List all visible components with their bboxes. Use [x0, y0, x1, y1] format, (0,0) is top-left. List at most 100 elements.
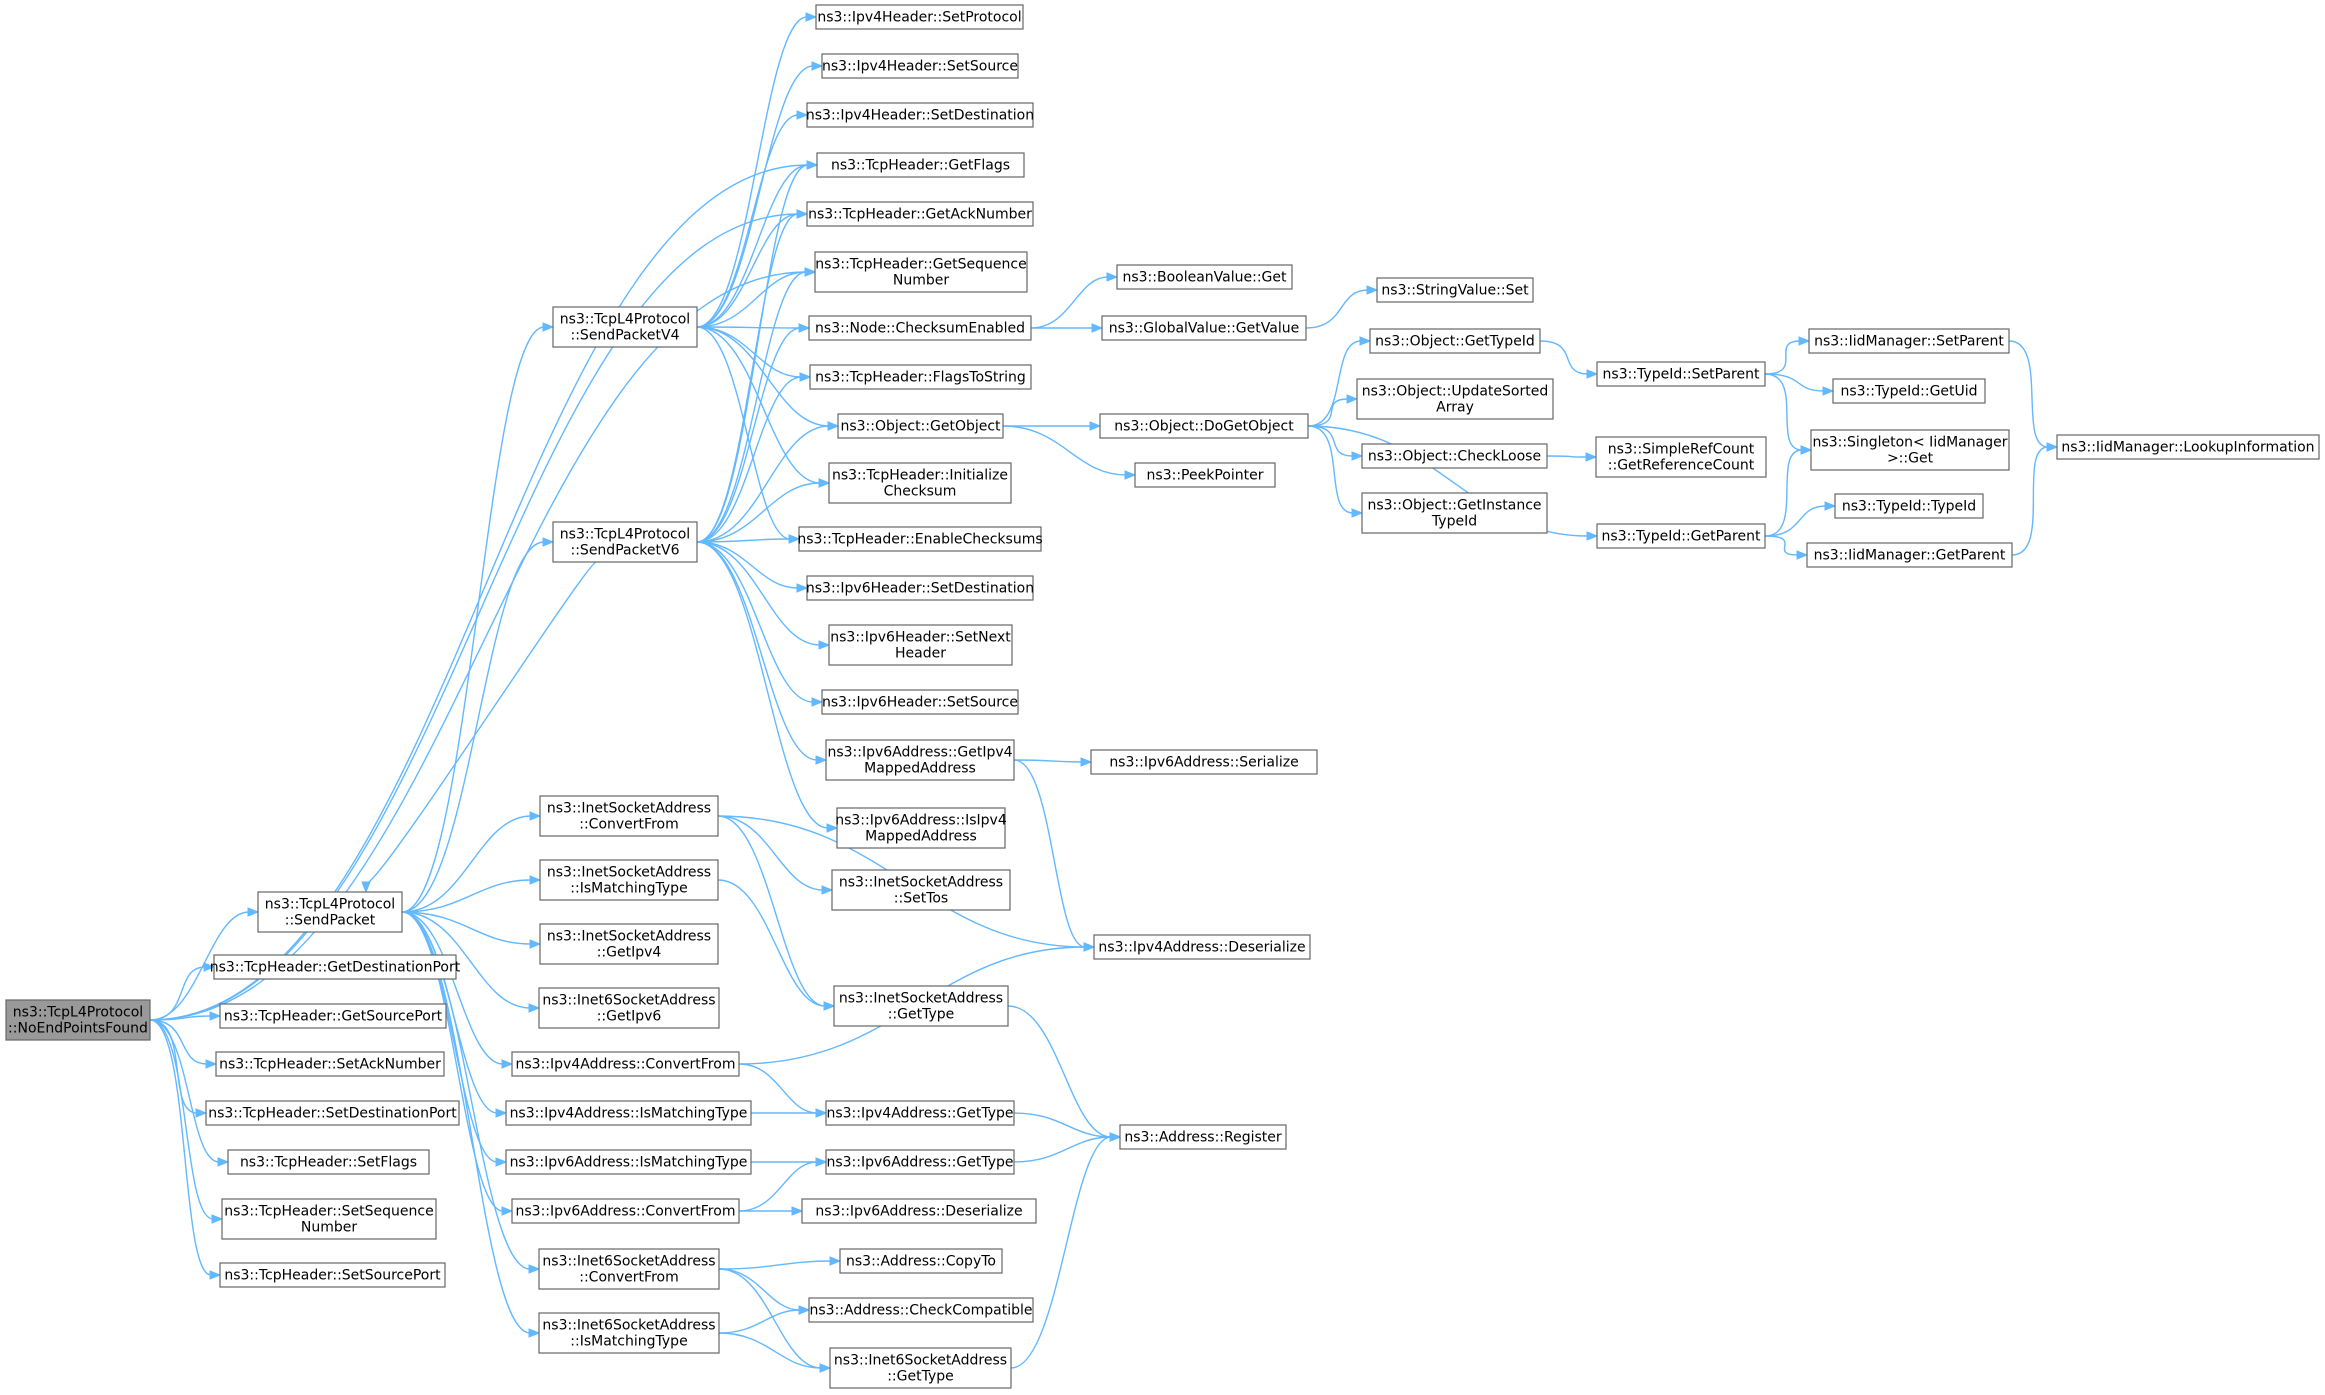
call-edge-typeGetParent-to-typeTypeId	[1764, 501, 1837, 537]
node-ipv6Deser[interactable]: ns3::Ipv6Address::Deserialize	[801, 1198, 1037, 1224]
node-ipv6GetType[interactable]: ns3::Ipv6Address::GetType	[825, 1149, 1015, 1175]
node-ipv6SetDest[interactable]: ns3::Ipv6Header::SetDestination	[806, 575, 1034, 601]
node-typeTypeId[interactable]: ns3::TypeId::TypeId	[1834, 493, 1984, 519]
node-box	[1356, 378, 1554, 420]
node-inetMatch[interactable]: ns3::InetSocketAddress::IsMatchingType	[539, 859, 719, 901]
node-sendV4[interactable]: ns3::TcpL4Protocol::SendPacketV4	[552, 306, 698, 348]
node-root[interactable]: ns3::TcpL4Protocol::NoEndPointsFound	[5, 999, 151, 1041]
edge-line	[401, 541, 545, 913]
node-getFlags[interactable]: ns3::TcpHeader::GetFlags	[816, 152, 1025, 178]
node-peekPointer[interactable]: ns3::PeekPointer	[1134, 462, 1276, 488]
node-box	[219, 1003, 447, 1029]
call-edge-sendPacket-to-sendV6	[401, 537, 555, 913]
node-ipv6SetSrc[interactable]: ns3::Ipv6Header::SetSource	[821, 689, 1019, 715]
call-edge-inet6Match-to-inet6GetType	[718, 1332, 832, 1373]
edge-line	[696, 271, 807, 543]
node-inetConv[interactable]: ns3::InetSocketAddress::ConvertFrom	[539, 795, 719, 837]
edge-line	[401, 815, 532, 913]
node-box	[831, 869, 1011, 911]
node-box	[825, 739, 1015, 781]
node-ipv4Match[interactable]: ns3::Ipv4Address::IsMatchingType	[505, 1100, 752, 1126]
node-strSet[interactable]: ns3::StringValue::Set	[1376, 277, 1534, 303]
node-label-line: ::GetIpv4	[597, 945, 662, 961]
node-ipv4SetSrc[interactable]: ns3::Ipv4Header::SetSource	[821, 53, 1019, 79]
node-ipv6Serialize[interactable]: ns3::Ipv6Address::Serialize	[1090, 749, 1318, 775]
node-label-line: ::NoEndPointsFound	[8, 1021, 148, 1037]
node-inet6GetType[interactable]: ns3::Inet6SocketAddress::GetType	[829, 1347, 1012, 1389]
node-typeGetUid[interactable]: ns3::TypeId::GetUid	[1832, 378, 1986, 404]
node-label-line: ns3::Object::UpdateSorted	[1362, 384, 1548, 400]
node-iidSetParent[interactable]: ns3::IidManager::SetParent	[1808, 328, 2010, 354]
node-objCheckLoose[interactable]: ns3::Object::CheckLoose	[1361, 443, 1548, 469]
node-addrCopyTo[interactable]: ns3::Address::CopyTo	[839, 1248, 1003, 1274]
edge-arrowhead	[819, 1363, 832, 1373]
node-label-line: ns3::Object::CheckLoose	[1368, 449, 1541, 465]
node-inetGetType[interactable]: ns3::InetSocketAddress::GetType	[833, 985, 1009, 1027]
node-getObject[interactable]: ns3::Object::GetObject	[837, 413, 1004, 439]
node-getAck[interactable]: ns3::TcpHeader::GetAckNumber	[806, 201, 1034, 227]
node-doGetObject[interactable]: ns3::Object::DoGetObject	[1099, 413, 1309, 439]
edge-line	[696, 327, 801, 543]
node-ipv4Conv[interactable]: ns3::Ipv4Address::ConvertFrom	[511, 1051, 740, 1077]
edge-arrowhead	[203, 962, 216, 972]
node-checksumEnabled[interactable]: ns3::Node::ChecksumEnabled	[808, 315, 1032, 341]
node-ipv4GetType[interactable]: ns3::Ipv4Address::GetType	[825, 1100, 1015, 1126]
edge-arrowhead	[806, 160, 819, 170]
node-typeGetParent[interactable]: ns3::TypeId::GetParent	[1596, 523, 1766, 549]
node-setFlags[interactable]: ns3::TcpHeader::SetFlags	[227, 1149, 430, 1175]
node-label-line: ::SendPacketV4	[571, 328, 680, 344]
node-boolGet[interactable]: ns3::BooleanValue::Get	[1116, 264, 1293, 290]
node-setAck[interactable]: ns3::TcpHeader::SetAckNumber	[215, 1051, 445, 1077]
node-label-line: ns3::BooleanValue::Get	[1122, 270, 1287, 286]
edge-line	[149, 1019, 214, 1220]
node-ipv6Conv[interactable]: ns3::Ipv6Address::ConvertFrom	[511, 1198, 740, 1224]
node-addrCheckCompat[interactable]: ns3::Address::CheckCompatible	[808, 1297, 1034, 1323]
node-getSrcPort[interactable]: ns3::TcpHeader::GetSourcePort	[219, 1003, 447, 1029]
node-setDestPort[interactable]: ns3::TcpHeader::SetDestinationPort	[205, 1100, 460, 1126]
call-edge-sendV6-to-initChecksum	[696, 478, 831, 543]
node-iidLookup[interactable]: ns3::IidManager::LookupInformation	[2056, 434, 2320, 460]
node-typeSetParent[interactable]: ns3::TypeId::SetParent	[1596, 361, 1766, 387]
node-inet6Conv[interactable]: ns3::Inet6SocketAddress::ConvertFrom	[538, 1248, 720, 1290]
edge-arrowhead	[811, 61, 824, 71]
node-flagsToString[interactable]: ns3::TcpHeader::FlagsToString	[809, 364, 1032, 390]
edge-line	[696, 213, 799, 543]
call-edge-inet6GetType-to-addrRegister	[1010, 1132, 1122, 1369]
node-ipv4Deser[interactable]: ns3::Ipv4Address::Deserialize	[1093, 934, 1311, 960]
node-inetGetIpv4[interactable]: ns3::InetSocketAddress::GetIpv4	[539, 923, 719, 965]
node-label-line: ns3::TcpHeader::SetSequence	[224, 1204, 433, 1220]
edge-arrowhead	[1091, 323, 1104, 333]
node-inetSetTos[interactable]: ns3::InetSocketAddress::SetTos	[831, 869, 1011, 911]
node-ipv4SetProto[interactable]: ns3::Ipv4Header::SetProtocol	[815, 4, 1024, 30]
node-objGetTypeId[interactable]: ns3::Object::GetTypeId	[1369, 328, 1541, 354]
node-iidGetParent[interactable]: ns3::IidManager::GetParent	[1806, 542, 2013, 568]
node-sendV6[interactable]: ns3::TcpL4Protocol::SendPacketV6	[552, 521, 698, 563]
node-label-line: ns3::GlobalValue::GetValue	[1109, 321, 1299, 337]
node-addrRegister[interactable]: ns3::Address::Register	[1119, 1124, 1287, 1150]
node-singletonGet[interactable]: ns3::Singleton< IidManager >::Get	[1810, 429, 2010, 471]
node-sendPacket[interactable]: ns3::TcpL4Protocol::SendPacket	[257, 891, 403, 933]
node-label-line: ns3::PeekPointer	[1147, 468, 1264, 484]
node-getDestPort[interactable]: ns3::TcpHeader::GetDestinationPort	[210, 954, 461, 980]
node-ipv6Match[interactable]: ns3::Ipv6Address::IsMatchingType	[505, 1149, 752, 1175]
node-inet6GetIpv6[interactable]: ns3::Inet6SocketAddress::GetIpv6	[538, 987, 720, 1029]
edge-line	[1307, 398, 1349, 427]
node-enableChecksums[interactable]: ns3::TcpHeader::EnableChecksums	[797, 526, 1043, 552]
node-globalGet[interactable]: ns3::GlobalValue::GetValue	[1101, 315, 1307, 341]
node-ipv4SetDest[interactable]: ns3::Ipv4Header::SetDestination	[806, 102, 1034, 128]
edge-line	[1013, 759, 1086, 948]
node-label-line: ns3::Ipv4Address::ConvertFrom	[516, 1057, 736, 1073]
node-inet6Match[interactable]: ns3::Inet6SocketAddress::IsMatchingType	[538, 1312, 720, 1354]
node-setSrcPort[interactable]: ns3::TcpHeader::SetSourcePort	[219, 1262, 446, 1288]
edge-arrowhead	[247, 907, 260, 917]
node-label-line: ns3::Address::CheckCompatible	[810, 1303, 1033, 1319]
node-simpleRefCount[interactable]: ns3::SimpleRefCount::GetReferenceCount	[1595, 436, 1767, 478]
